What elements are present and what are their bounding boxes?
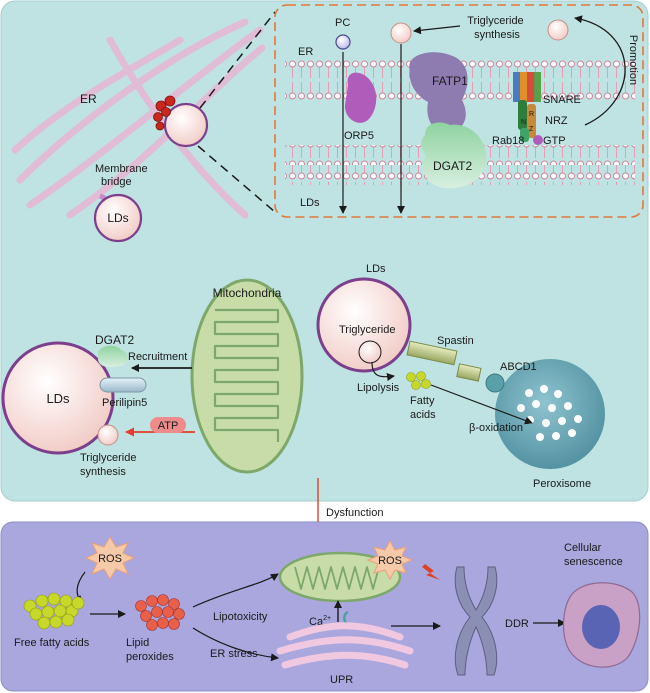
tg-core-droplet [358, 340, 382, 364]
gtp-label: GTP [543, 135, 566, 147]
ddr-label: DDR [505, 618, 529, 630]
zoom-line-bottom [197, 145, 276, 213]
dysfunction-label: Dysfunction [326, 507, 383, 519]
nrz-n-label: N [521, 119, 526, 126]
dgat2-label-zoom: DGAT2 [433, 159, 472, 173]
beta-oxidation-arrow [430, 384, 533, 425]
perilipin5-protein [99, 377, 147, 393]
peroxisome-label: Peroxisome [533, 478, 591, 490]
peroxisome [495, 359, 605, 469]
mitochondrion-bottom [278, 551, 402, 603]
nrz-z-label: Z [529, 126, 534, 133]
atp-label: ATP [158, 420, 179, 432]
lds-label-zoom: LDs [300, 197, 320, 209]
er-label-left: ER [80, 92, 97, 106]
lipotoxicity-label: Lipotoxicity [213, 611, 268, 623]
spastin-protein [406, 340, 458, 366]
triglyceride-droplet-2 [547, 19, 569, 41]
ros-label-right: ROS [378, 555, 402, 567]
beta-oxidation-label: β-oxidation [469, 422, 523, 434]
abcd1-transporter [485, 373, 505, 393]
lipid-peroxide-cluster-icon [135, 594, 185, 631]
er-stress-label: ER stress [210, 648, 258, 660]
dgat2-protein-mid [98, 345, 128, 368]
pc-molecule [335, 34, 351, 50]
dgat2-protein-zoom [421, 122, 487, 189]
lipid-droplet-small [93, 193, 143, 243]
lipotoxicity-arrow [192, 573, 279, 608]
ros-burst-icon-right [366, 539, 414, 581]
atp-badge [150, 417, 186, 433]
lipolysis-arrow [371, 361, 395, 381]
cell-nucleus [582, 605, 620, 649]
er-bottom [276, 622, 414, 669]
ros-label-left: ROS [98, 553, 122, 565]
fatty-acid-cluster-icon [406, 371, 431, 390]
zoom-line-top [199, 11, 276, 109]
ros-burst-icon [84, 536, 136, 580]
nrz-label: NRZ [545, 115, 568, 127]
snare-label: SNARE [543, 94, 581, 106]
recruitment-label: Recruitment [128, 351, 187, 363]
lipolysis-label: Lipolysis [357, 382, 400, 394]
tg-droplet-mid [97, 424, 119, 446]
orp5-protein [344, 72, 377, 123]
tg-synthesis-label-mid: Triglyceride synthesis [80, 452, 140, 478]
gtp-molecule [533, 135, 543, 145]
mitochondria-label: Mitochondria [213, 286, 282, 300]
snare-complex [513, 72, 541, 142]
upr-label: UPR [330, 674, 353, 686]
spastin-label: Spastin [437, 335, 474, 347]
er-label-zoom: ER [298, 46, 313, 58]
lds-label-big: LDs [46, 391, 70, 406]
orp5-label: ORP5 [344, 130, 374, 142]
spastin-segment [456, 363, 482, 382]
peroxisome-granules [517, 385, 582, 441]
promotion-arrow [574, 15, 626, 126]
abcd1-label: ABCD1 [500, 361, 537, 373]
lipid-droplet-er [163, 102, 209, 148]
fatp1-label: FATP1 [432, 74, 468, 88]
chromosome-icon [454, 566, 498, 676]
cellular-senescence-label: Cellular senescence [564, 542, 623, 568]
perilipin5-label: Perilipin5 [102, 397, 147, 409]
zoom-box [274, 4, 644, 218]
lipid-droplet-big [1, 341, 115, 455]
membrane-bridge-label: Membrane bridge [95, 163, 151, 188]
fatty-acids-label: Fatty acids [410, 395, 438, 421]
lipid-peroxides-label: Lipid peroxides [126, 637, 174, 663]
triglyceride-label: Triglyceride [339, 324, 395, 336]
lipid-droplet-right [316, 277, 412, 373]
fatp1-protein [409, 52, 468, 133]
triglyceride-droplet-1 [390, 22, 412, 44]
tg-synthesis-label-zoom: Triglyceride synthesis [467, 15, 527, 41]
pc-label: PC [335, 17, 350, 29]
dgat2-label-mid: DGAT2 [95, 333, 134, 347]
free-fatty-acid-cluster-icon [23, 592, 85, 630]
lightning-icon [422, 564, 440, 580]
nrz-r-label: R [529, 111, 534, 118]
free-fatty-acids-label: Free fatty acids [14, 637, 90, 649]
er-stress-arrow [192, 627, 279, 662]
mitochondrion [190, 278, 304, 474]
synthesis-arrow [413, 25, 461, 35]
lds-label-right: LDs [366, 263, 386, 275]
promotion-label: Promotion [627, 35, 639, 85]
rab18-label: Rab18 [492, 135, 524, 147]
lds-label-small: LDs [107, 211, 128, 225]
protein-cluster-icon [153, 95, 176, 131]
